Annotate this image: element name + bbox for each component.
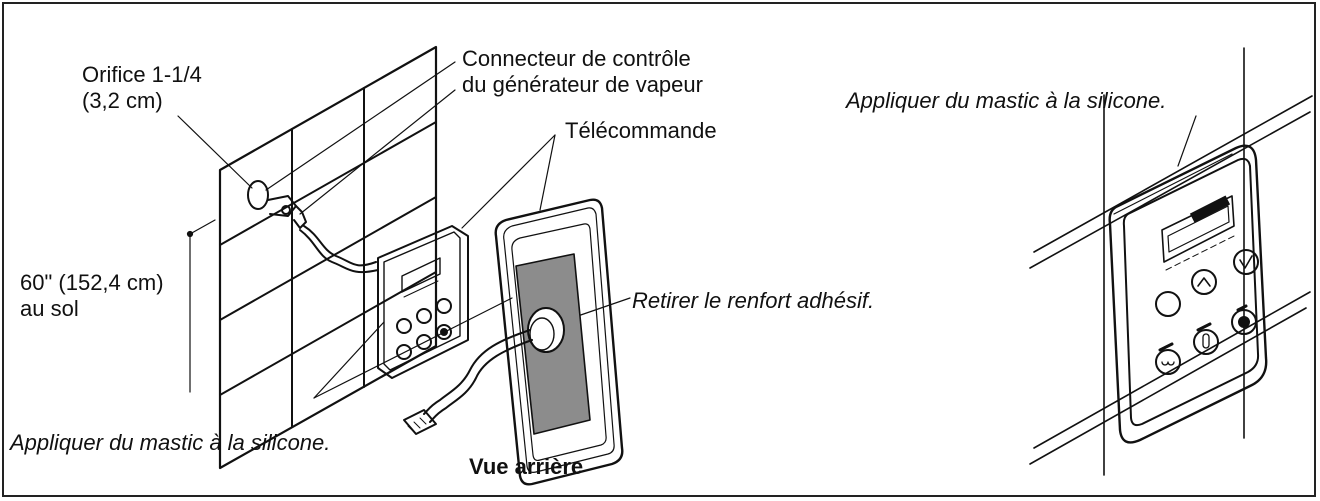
connector-label-line2: du générateur de vapeur — [462, 72, 703, 97]
kohler-logo — [1189, 195, 1231, 223]
height-dimension-line — [186, 219, 216, 393]
wall-orifice-icon — [247, 180, 307, 229]
remote-panel-small — [377, 225, 469, 379]
rear-cable — [423, 329, 533, 423]
apply-sealant-label-right: Appliquer du mastic à la silicone. — [846, 88, 1167, 113]
plug-connector-icon — [403, 409, 437, 435]
back-view-label: Vue arrière — [469, 454, 584, 479]
remote-label: Télécommande — [565, 118, 717, 143]
control-cable — [299, 225, 379, 274]
height-label-line1: 60" (152,4 cm) — [20, 270, 164, 295]
orifice-label-line2: (3,2 cm) — [82, 88, 163, 113]
remove-backing-label: Retirer le renfort adhésif. — [632, 288, 875, 313]
tile-wall — [218, 45, 438, 470]
apply-sealant-label-left: Appliquer du mastic à la silicone. — [10, 430, 331, 455]
orifice-label-line1: Orifice 1-1/4 — [82, 62, 202, 87]
remote-installed — [1108, 144, 1268, 444]
height-label-line2: au sol — [20, 296, 79, 321]
leader-lines — [177, 61, 1197, 399]
remote-back-view — [494, 198, 624, 486]
connector-label-line1: Connecteur de contrôle — [462, 46, 691, 71]
